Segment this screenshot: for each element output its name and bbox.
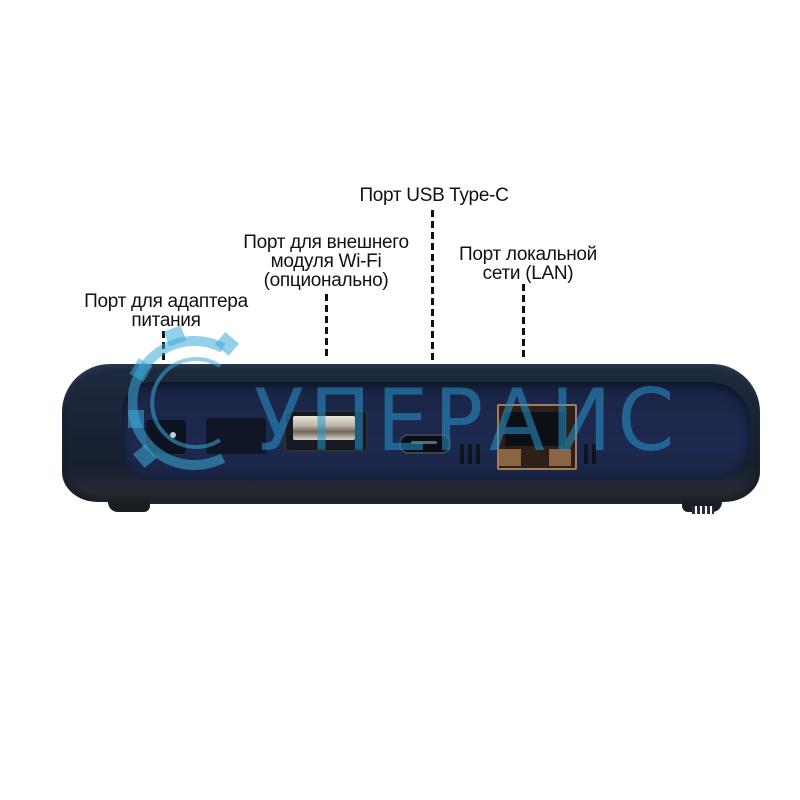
- callout-lan-label: Порт локальной сети (LAN): [440, 245, 616, 283]
- callout-power-line-2: питания: [131, 310, 201, 331]
- leader-line-usbc: [431, 210, 434, 360]
- callout-wifi-line-1: Порт для внешнего: [243, 232, 409, 253]
- callout-power-line-1: Порт для адаптера: [84, 291, 248, 312]
- vent-slot: [460, 444, 464, 464]
- leader-line-lan: [522, 284, 525, 360]
- lan-port-clip-right: [549, 449, 571, 466]
- vent-slot: [468, 444, 472, 464]
- leader-line-wifi: [325, 294, 328, 360]
- callout-usbc-label: Порт USB Type-C: [344, 186, 524, 205]
- device-foot-left: [108, 500, 150, 512]
- usb-a-port-contacts: [293, 416, 355, 440]
- device-foot-ridges: [692, 506, 714, 514]
- callout-wifi-line-3: (опционально): [263, 270, 389, 291]
- callout-power-label: Порт для адаптера питания: [68, 292, 264, 330]
- watermark-text: УПЕРАИС: [254, 371, 681, 471]
- lan-port-clip-left: [499, 449, 521, 466]
- callout-lan-line-1: Порт локальной: [459, 244, 597, 265]
- reset-slot: [206, 418, 266, 454]
- gear-icon: [128, 325, 240, 470]
- callout-wifi-line-2: модуля Wi-Fi: [270, 251, 382, 272]
- usb-c-port-tongue: [411, 441, 437, 444]
- callout-usbc-line-1: Порт USB Type-C: [359, 185, 509, 206]
- vent-slot: [476, 444, 480, 464]
- vent-slot: [584, 444, 588, 464]
- callout-wifi-label: Порт для внешнего модуля Wi-Fi (опционал…: [226, 233, 426, 290]
- usb-c-port: [399, 434, 451, 454]
- callout-lan-line-2: сети (LAN): [482, 263, 574, 284]
- vent-slot: [592, 444, 596, 464]
- lan-port-opening: [505, 412, 565, 446]
- power-adapter-pin: [170, 432, 176, 438]
